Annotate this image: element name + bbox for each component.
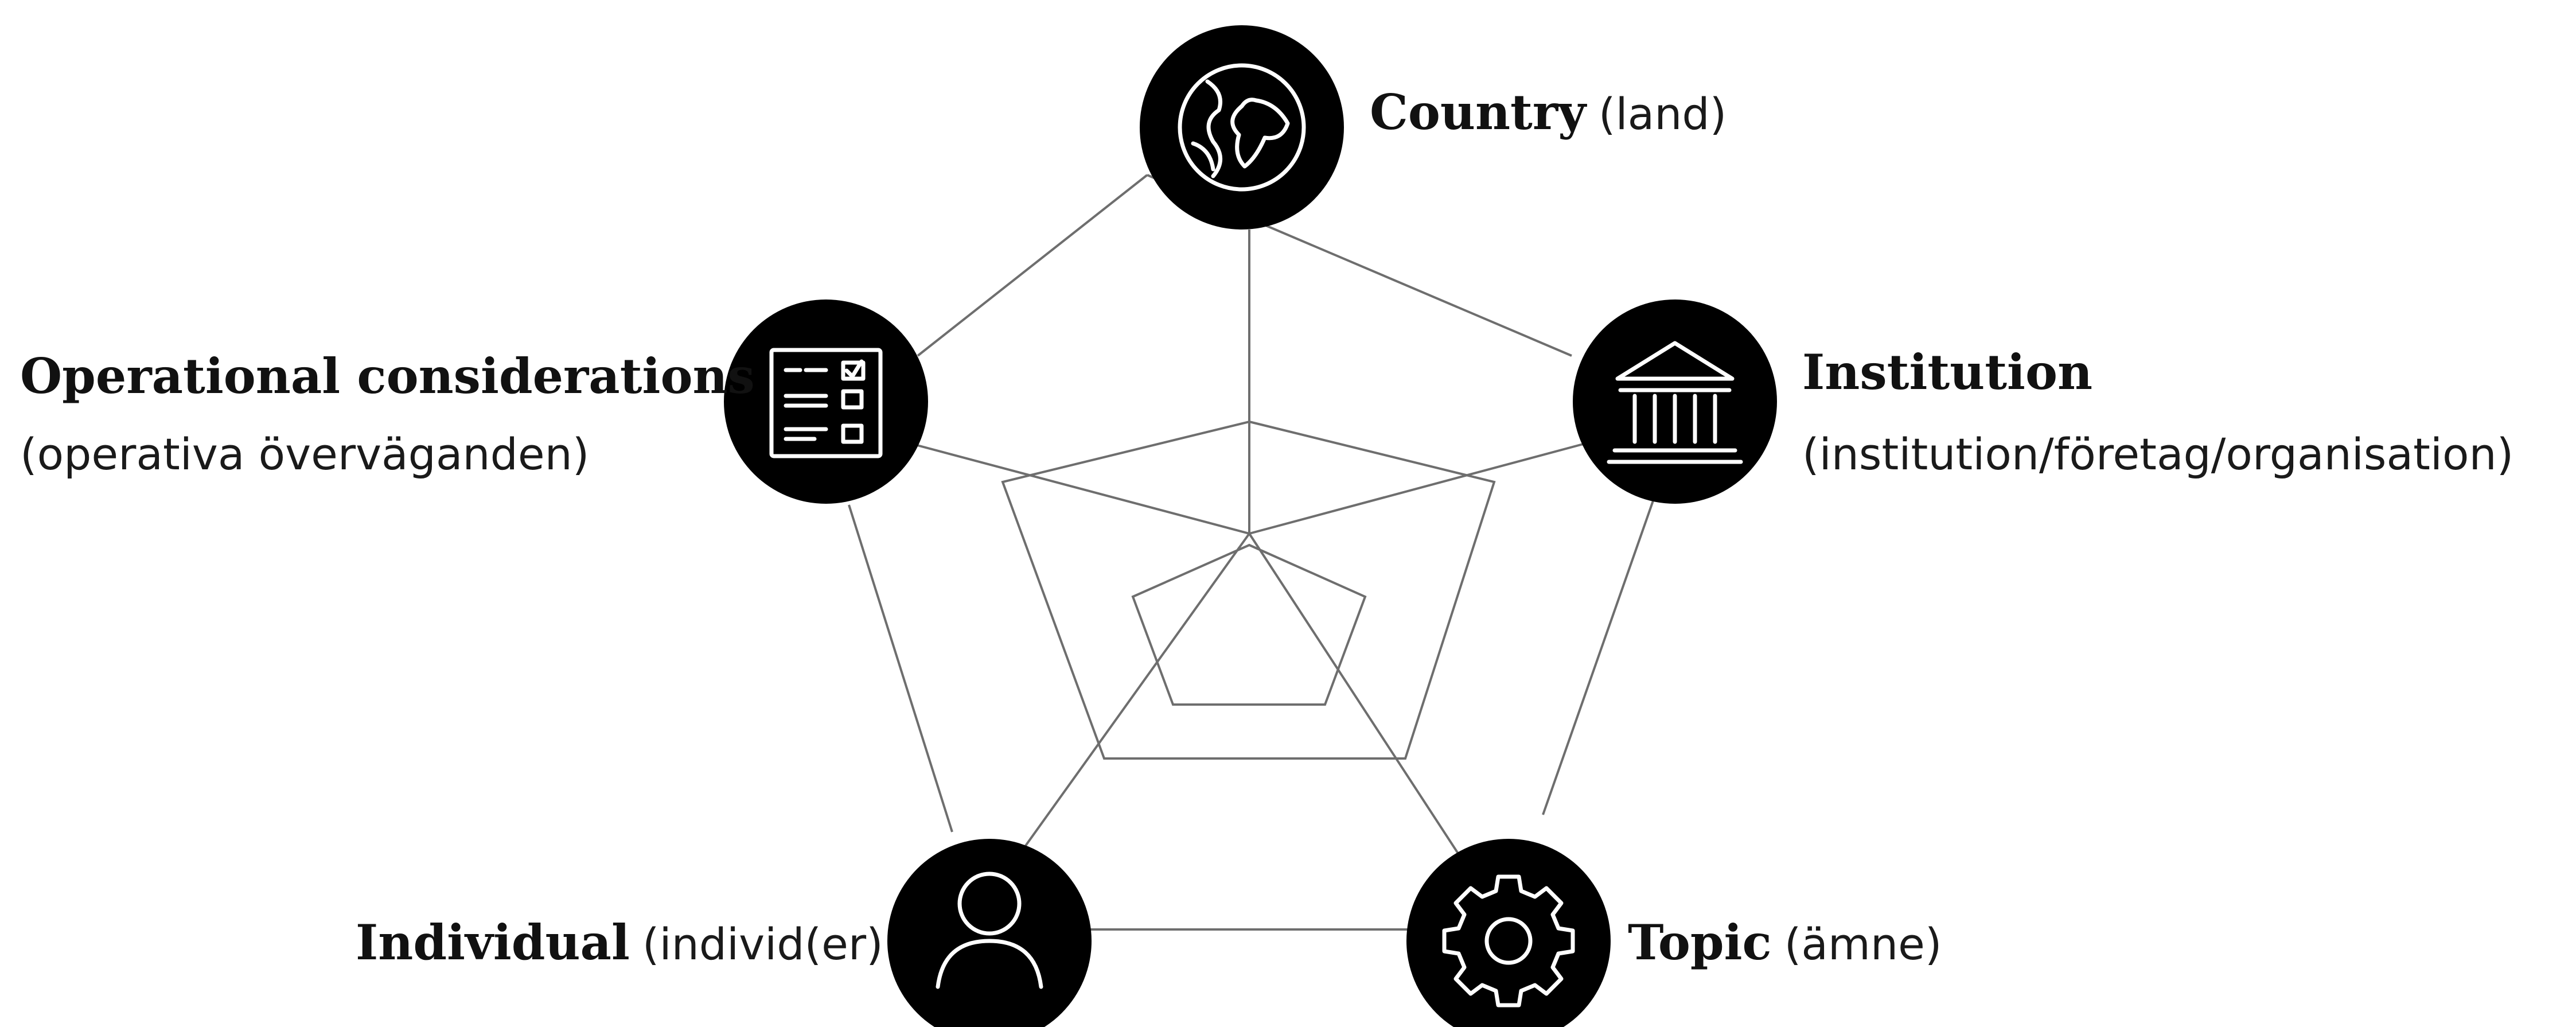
spoke	[1249, 441, 1592, 535]
individual-subtitle: (individ(er)	[642, 919, 883, 970]
globe-icon	[1178, 63, 1306, 192]
node-country: Country (land)	[1140, 25, 1727, 229]
node-topic: Topic (ämne)	[1406, 839, 1942, 1027]
radar-web	[848, 174, 1659, 931]
spoke	[1248, 532, 1470, 870]
node-institution: Institution (institution/företag/organis…	[1573, 299, 2513, 504]
individual-title: Individual	[356, 914, 630, 971]
topic-circle	[1406, 839, 1611, 1027]
outer-edge	[848, 504, 953, 833]
svg-text:Topic (ämne): Topic (ämne)	[1628, 914, 1942, 971]
operational-title: Operational considerations	[20, 348, 755, 404]
node-individual: Individual (individ(er)	[356, 839, 1092, 1027]
outer-edge	[1542, 487, 1659, 815]
topic-subtitle: (ämne)	[1784, 919, 1942, 970]
svg-text:Individual (individ(er): Individual (individ(er)	[356, 914, 883, 971]
institution-subtitle: (institution/företag/organisation)	[1802, 429, 2513, 480]
country-circle	[1140, 25, 1344, 229]
outer-edge	[917, 174, 1148, 357]
country-title: Country	[1370, 84, 1587, 141]
node-operational: Operational considerations (operativa öv…	[20, 299, 928, 504]
topic-title: Topic	[1628, 914, 1772, 971]
checklist-icon	[769, 348, 883, 458]
inner-ring	[1131, 543, 1367, 706]
country-subtitle: (land)	[1599, 88, 1727, 139]
operational-subtitle: (operativa överväganden)	[20, 429, 589, 480]
middle-ring	[1001, 420, 1496, 760]
svg-text:Country (land): Country (land)	[1370, 84, 1727, 141]
gear-icon	[1442, 874, 1575, 1007]
spoke	[1006, 532, 1250, 873]
building-icon	[1607, 341, 1743, 464]
person-icon	[936, 872, 1043, 989]
spoke	[914, 444, 1250, 535]
institution-title: Institution	[1802, 344, 2092, 400]
